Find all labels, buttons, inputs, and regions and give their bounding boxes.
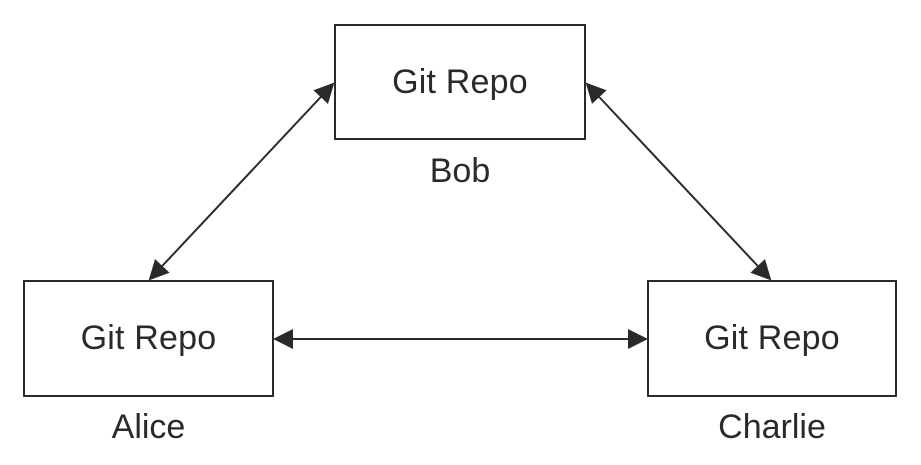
- charlie-repo-box: Git Repo: [647, 280, 897, 397]
- connection-bob-charlie: [585, 82, 772, 281]
- alice-repo-box: Git Repo: [23, 280, 274, 397]
- bob-owner-label: Bob: [429, 152, 491, 190]
- alice-owner-label: Alice: [111, 408, 186, 446]
- alice-repo-label: Git Repo: [80, 319, 217, 357]
- bob-repo-label: Git Repo: [392, 62, 528, 101]
- charlie-repo-label: Git Repo: [704, 319, 840, 357]
- bob-repo-box: Git Repo: [334, 24, 586, 140]
- charlie-owner-label: Charlie: [718, 408, 826, 446]
- connection-bob-alice: [148, 82, 335, 281]
